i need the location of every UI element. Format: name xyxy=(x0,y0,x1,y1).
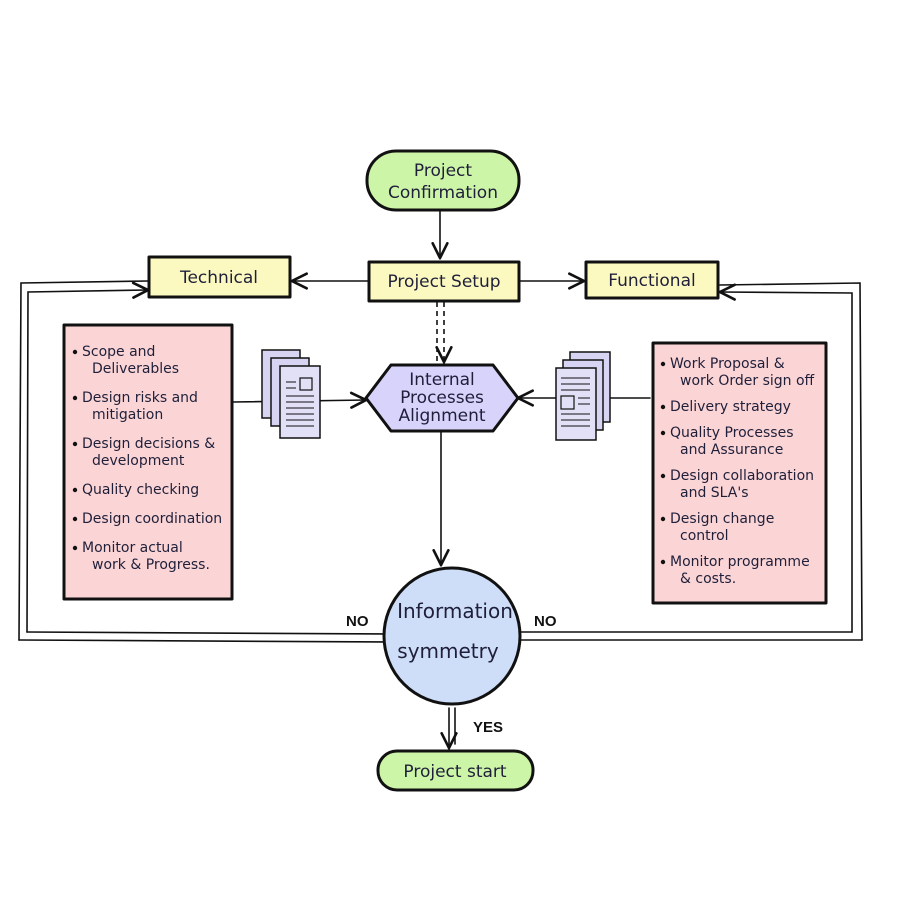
functional-bullet xyxy=(660,430,666,436)
functional-item-text: Quality Processes xyxy=(670,425,794,441)
functional-items-panel: Work Proposal &work Order sign offDelive… xyxy=(651,341,828,605)
feedback-loop-right xyxy=(719,282,863,641)
edge-label-no-right: NO xyxy=(534,613,557,630)
technical-bullet xyxy=(72,441,78,447)
functional-item-text: & costs. xyxy=(680,571,736,587)
technical-item-text: development xyxy=(92,453,185,469)
node-information-symmetry: Information symmetry xyxy=(382,566,522,706)
functional-label: Functional xyxy=(608,271,695,291)
technical-item-text: Scope and xyxy=(82,344,155,360)
functional-item-text: Design collaboration xyxy=(670,468,814,484)
alignment-line-3: Alignment xyxy=(398,406,485,426)
functional-item-text: Monitor programme xyxy=(670,554,810,570)
feedback-loop-right-inner xyxy=(720,292,853,633)
technical-label: Technical xyxy=(179,268,258,288)
functional-bullet xyxy=(660,559,666,565)
node-technical: Technical xyxy=(147,255,292,299)
functional-item-text: and SLA's xyxy=(680,485,749,501)
document-stack-icon xyxy=(555,351,611,441)
technical-item-text: Design coordination xyxy=(82,511,222,527)
feedback-loop-left-inner xyxy=(26,290,148,633)
technical-bullet xyxy=(72,545,78,551)
feedback-loop-left xyxy=(18,280,149,641)
technical-bullet xyxy=(72,395,78,401)
node-project-start: Project start xyxy=(376,749,535,792)
technical-item-text: mitigation xyxy=(92,407,163,423)
functional-bullet xyxy=(660,361,666,367)
technical-item-text: Design decisions & xyxy=(82,436,215,452)
project-confirmation-line-2: Confirmation xyxy=(388,183,498,203)
functional-item-text: Delivery strategy xyxy=(670,399,791,415)
functional-item-text: control xyxy=(680,528,729,544)
alignment-line-1: Internal xyxy=(409,370,475,390)
functional-bullet xyxy=(660,404,666,410)
node-internal-processes-alignment: Internal Processes Alignment xyxy=(364,363,520,433)
project-start-label: Project start xyxy=(403,762,506,782)
alignment-line-2: Processes xyxy=(400,388,484,408)
edge-label-no-left: NO xyxy=(346,613,369,630)
technical-item-text: work & Progress. xyxy=(92,557,210,573)
functional-item-text: work Order sign off xyxy=(680,373,815,389)
functional-item-text: and Assurance xyxy=(680,442,783,458)
project-setup-label: Project Setup xyxy=(387,272,500,292)
technical-item-text: Deliverables xyxy=(92,361,179,377)
functional-item-text: Design change xyxy=(670,511,774,527)
decision-line-2: symmetry xyxy=(397,639,499,663)
edge-label-yes: YES xyxy=(473,719,503,736)
technical-bullet xyxy=(72,487,78,493)
technical-bullet xyxy=(72,349,78,355)
functional-item-text: Work Proposal & xyxy=(670,356,785,372)
technical-bullet xyxy=(72,516,78,522)
functional-bullet xyxy=(660,516,666,522)
functional-bullet xyxy=(660,473,666,479)
feedback-loop-bottom-left-inner xyxy=(26,631,386,635)
technical-item-text: Monitor actual xyxy=(82,540,183,556)
decision-line-1: Information xyxy=(397,599,513,623)
feedback-loop-bottom-left xyxy=(18,639,386,643)
project-confirmation-line-1: Project xyxy=(414,161,472,181)
node-functional: Functional xyxy=(584,260,720,300)
document-stack-icon xyxy=(261,349,321,439)
node-project-setup: Project Setup xyxy=(367,260,521,303)
node-project-confirmation: Project Confirmation xyxy=(365,149,521,212)
technical-item-text: Design risks and xyxy=(82,390,198,406)
technical-item-text: Quality checking xyxy=(82,482,199,498)
